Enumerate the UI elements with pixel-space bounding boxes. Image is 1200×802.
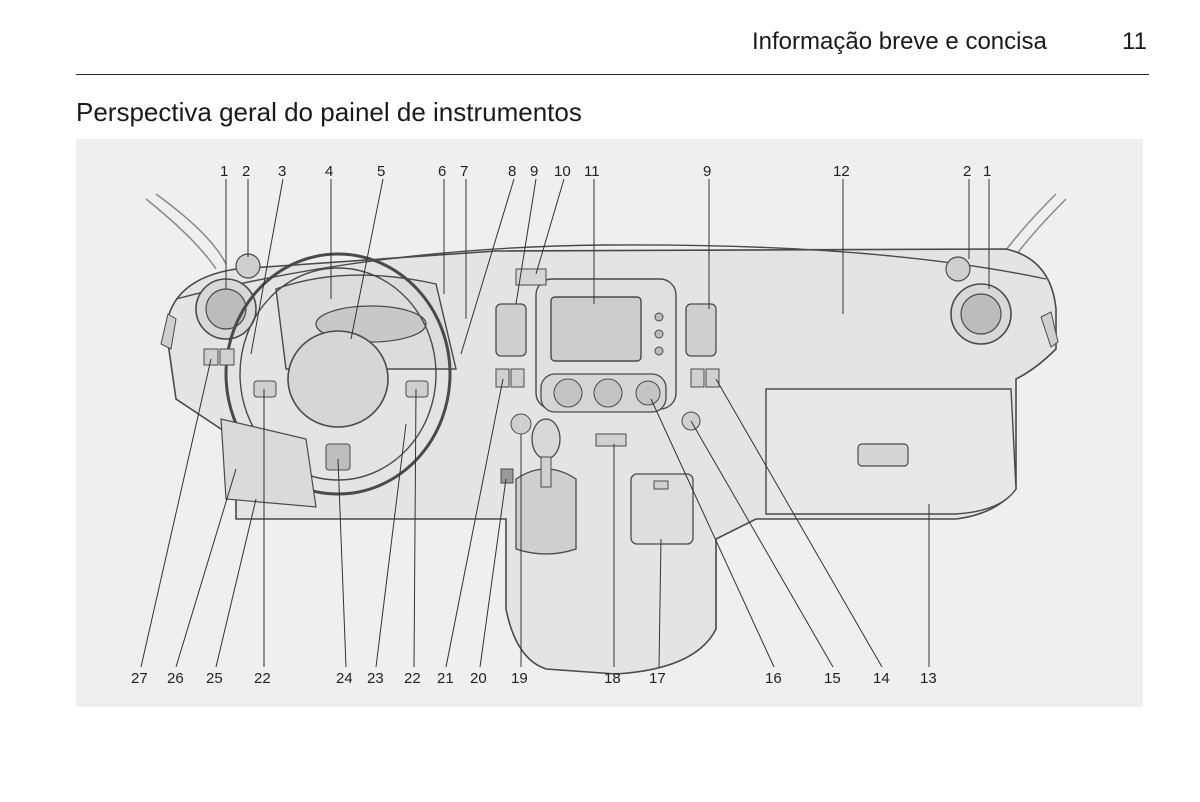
- callout-bottom-19: 19: [511, 670, 528, 687]
- callout-top-2b: 2: [963, 163, 971, 180]
- callout-top-1: 1: [220, 163, 228, 180]
- callout-top-5: 5: [377, 163, 385, 180]
- dashboard-illustration: 1 2 3 4 5 6 7 8 9 10 11 9 12 2 1 27 26 2…: [76, 139, 1143, 707]
- callout-top-1b: 1: [983, 163, 991, 180]
- section-title: Perspectiva geral do painel de instrumen…: [76, 97, 582, 127]
- callout-bottom-13: 13: [920, 670, 937, 687]
- callout-bottom-18: 18: [604, 670, 621, 687]
- callout-bottom-15: 15: [824, 670, 841, 687]
- callout-top-9: 9: [530, 163, 538, 180]
- callout-bottom-25: 25: [206, 670, 223, 687]
- callout-top-4: 4: [325, 163, 333, 180]
- callout-bottom-16: 16: [765, 670, 782, 687]
- callout-top-10: 10: [554, 163, 571, 180]
- callout-bottom-27: 27: [131, 670, 148, 687]
- callout-bottom-22b: 22: [404, 670, 421, 687]
- callout-bottom-17: 17: [649, 670, 666, 687]
- callout-top-11: 11: [584, 163, 600, 180]
- callout-top-8: 8: [508, 163, 516, 180]
- callout-top-2: 2: [242, 163, 250, 180]
- callout-bottom-24: 24: [336, 670, 353, 687]
- callout-bottom-20: 20: [470, 670, 487, 687]
- callout-top-3: 3: [278, 163, 286, 180]
- callout-bottom-23: 23: [367, 670, 384, 687]
- page-number: 11: [1122, 28, 1147, 55]
- header-divider: [76, 74, 1149, 75]
- callout-bottom-21: 21: [437, 670, 454, 687]
- callout-bottom-14: 14: [873, 670, 890, 687]
- callout-bottom-22: 22: [254, 670, 271, 687]
- callout-top-9b: 9: [703, 163, 711, 180]
- callout-bottom-26: 26: [167, 670, 184, 687]
- callout-top-7: 7: [460, 163, 468, 180]
- callout-top-12: 12: [833, 163, 850, 180]
- running-header: Informação breve e concisa: [752, 28, 1047, 55]
- dashboard-drawing: 1 2 3 4 5 6 7 8 9 10 11 9 12 2 1 27 26 2…: [131, 163, 1067, 687]
- callout-top-6: 6: [438, 163, 446, 180]
